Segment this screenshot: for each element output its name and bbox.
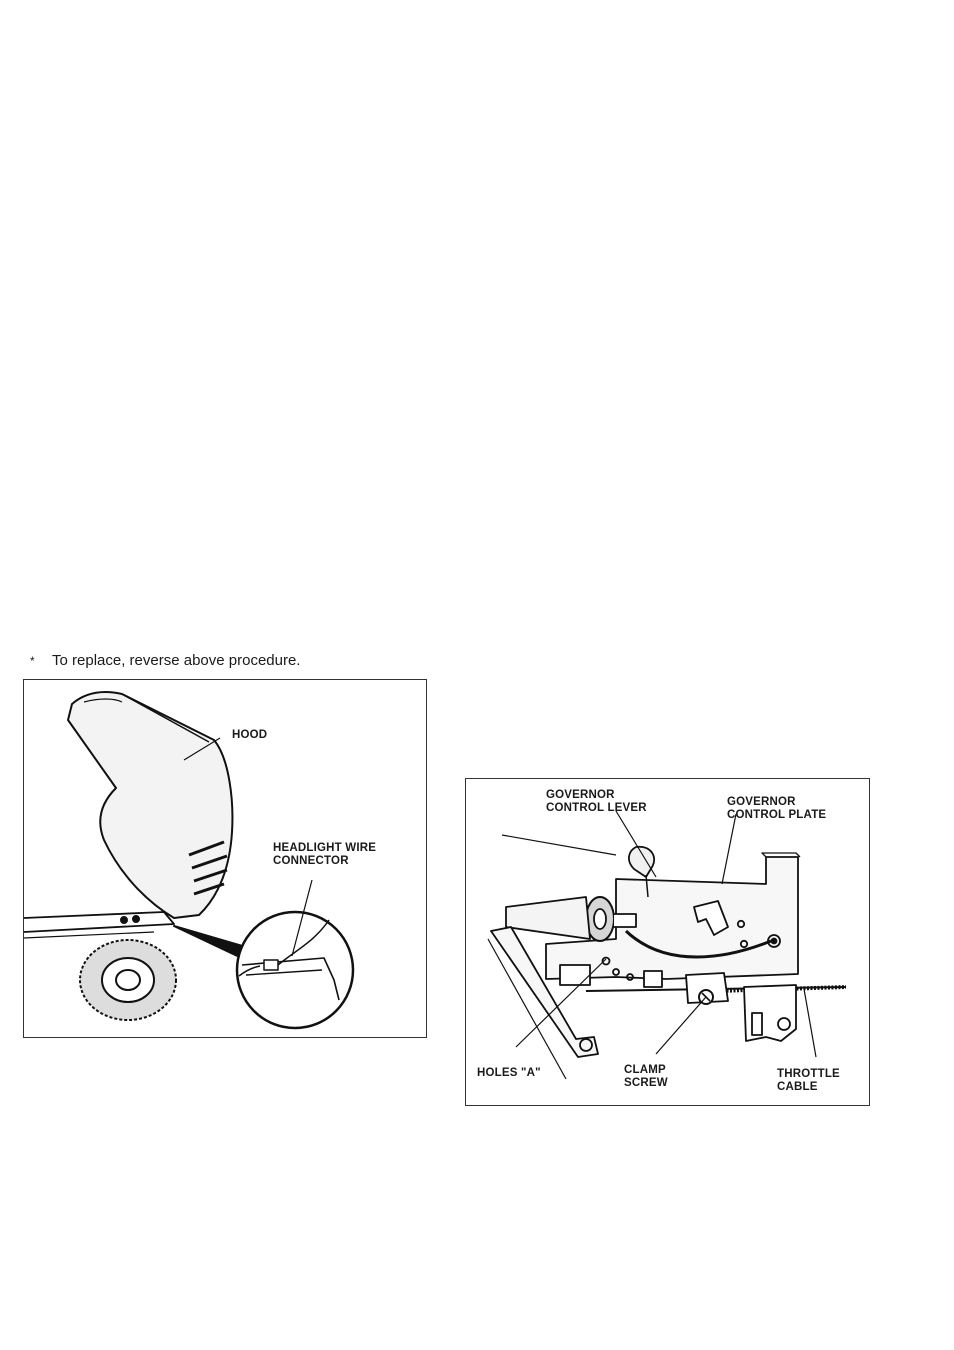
bullet-mark: * [30,654,52,668]
governor-illustration [466,779,869,1105]
governor-control-lever-label: GOVERNOR CONTROL LEVER [546,789,647,815]
instruction-line: *To replace, reverse above procedure. [30,652,300,669]
throttle-cable-label: THROTTLE CABLE [777,1068,840,1094]
governor-figure: GOVERNOR CONTROL LEVER GOVERNOR CONTROL … [465,778,870,1106]
headlight-wire-connector-label: HEADLIGHT WIRE CONNECTOR [273,842,376,868]
hood-figure: HOOD HEADLIGHT WIRE CONNECTOR [23,679,427,1038]
holes-a-label: HOLES "A" [477,1067,541,1080]
governor-control-plate-label: GOVERNOR CONTROL PLATE [727,796,826,822]
clamp-screw-label: CLAMP SCREW [624,1064,668,1090]
hood-label: HOOD [232,729,267,742]
instruction-text: To replace, reverse above procedure. [52,652,300,669]
